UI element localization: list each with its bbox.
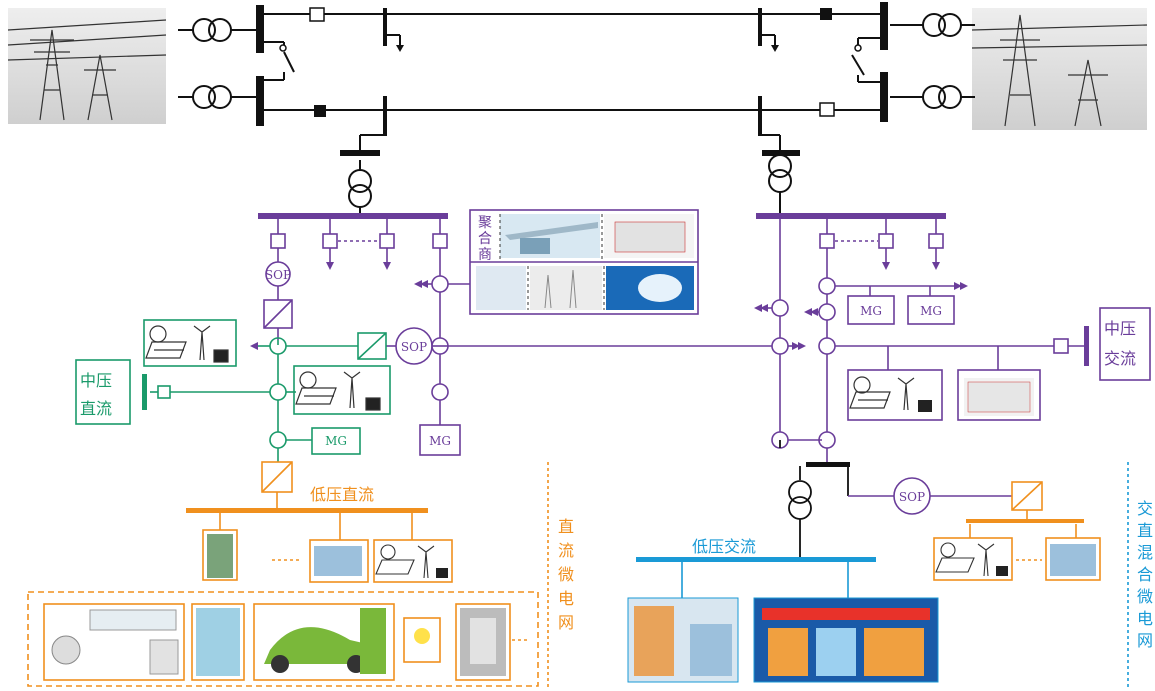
lvac-bus [636,557,876,562]
pv-wind-image-green-2 [296,372,380,410]
lvac-network [780,440,848,558]
svg-text:网: 网 [1137,631,1153,650]
svg-text:MG: MG [920,304,942,318]
hv-network [178,14,975,215]
mg-box-green: MG [325,434,347,448]
hv-buses [256,2,888,156]
aggregator-label: 聚 合 商 [478,215,492,263]
mg-box-right-2: MG [920,304,942,318]
svg-text:流: 流 [558,541,574,560]
svg-text:中压: 中压 [80,371,112,390]
storage-image-right [964,378,1034,416]
svg-text:MG: MG [860,304,882,318]
svg-text:MG: MG [429,434,451,448]
svg-text:合: 合 [478,231,492,247]
lvac-building-images [628,598,938,682]
hybrid-network [848,478,1012,514]
tower-image-right [972,8,1147,130]
mvdc-bus [142,374,147,410]
mg-box-center: MG [429,434,451,448]
svg-text:直: 直 [1137,521,1153,540]
svg-text:微: 微 [1137,587,1153,606]
sop-node-left: SOP [265,268,291,282]
hybrid-microgrid-label: 交 直 混 合 微 电 网 [1137,499,1153,650]
dc-microgrid-label: 直 流 微 电 网 [558,517,574,632]
mv-ac-label: 中压 交流 [1104,319,1136,368]
svg-text:商: 商 [478,247,492,263]
svg-text:聚: 聚 [478,215,492,231]
svg-text:直流: 直流 [80,399,112,418]
dc-converter-center [358,333,386,359]
svg-text:电: 电 [558,589,574,608]
sop-node-right: SOP [899,490,925,504]
svg-text:混: 混 [1137,543,1153,562]
svg-text:SOP: SOP [401,340,427,354]
lvac-label: 低压交流 [692,537,756,556]
svg-text:中压: 中压 [1104,319,1136,338]
svg-text:微: 微 [558,565,574,584]
svg-text:交流: 交流 [1104,349,1136,368]
svg-text:交: 交 [1137,499,1153,518]
pv-wind-image-right [850,377,932,412]
mv-network [264,210,1150,462]
mg-box-right-1: MG [860,304,882,318]
mvdc-label: 中压 直流 [80,371,112,418]
svg-text:网: 网 [558,613,574,632]
lvdc-bus [186,508,428,513]
sop-node-center: SOP [401,340,427,354]
svg-text:MG: MG [325,434,347,448]
tower-image-left [8,8,166,124]
svg-text:直: 直 [558,517,574,536]
lvac-transformer-bus [806,462,850,467]
svg-text:SOP: SOP [265,268,291,282]
lvdc-label: 低压直流 [310,485,374,504]
svg-text:合: 合 [1137,565,1153,584]
hv-open-breakers [280,8,861,116]
svg-text:电: 电 [1137,609,1153,628]
hybrid-dc-bus [966,519,1084,523]
pv-wind-image-green-1 [146,326,228,362]
